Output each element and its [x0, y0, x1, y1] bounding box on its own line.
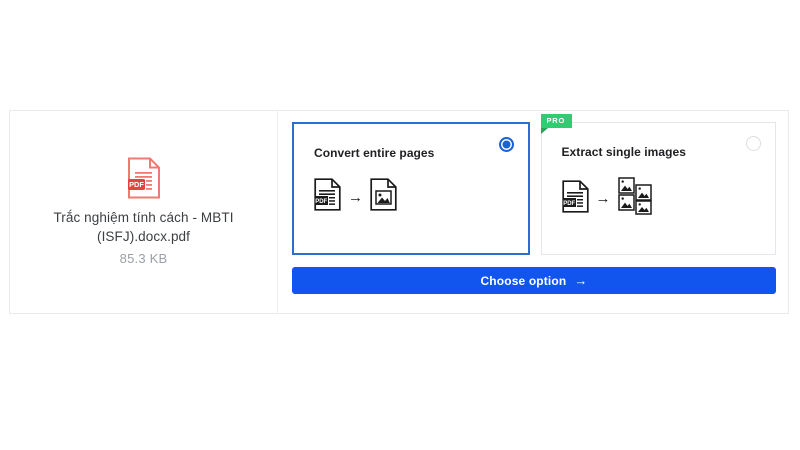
options-column: Convert entire pages PDF	[278, 111, 788, 313]
arrow-right-icon: →	[595, 190, 611, 207]
choose-option-button[interactable]: Choose option →	[292, 267, 776, 294]
arrow-right-icon: →	[348, 188, 363, 206]
option-card-extract-single-images[interactable]: PRO Extract single images	[540, 114, 776, 255]
choose-option-label: Choose option	[480, 273, 567, 288]
converter-panel: PDF Trắc nghiệm tính cách - MBTI (ISFJ).…	[9, 110, 789, 314]
option-illustration-convert-entire-pages: PDF →	[314, 178, 512, 216]
radio-convert-entire-pages[interactable]	[498, 137, 514, 152]
multiple-images-icon	[617, 177, 660, 220]
pdf-icon-label: PDF	[129, 180, 144, 189]
image-document-icon	[370, 178, 397, 216]
pdf-file-icon: PDF	[127, 157, 161, 199]
uploaded-file-column: PDF Trắc nghiệm tính cách - MBTI (ISFJ).…	[10, 111, 278, 313]
svg-text:PDF: PDF	[563, 201, 575, 207]
file-size-label: 85.3 KB	[119, 251, 168, 266]
option-cards: Convert entire pages PDF	[292, 114, 776, 255]
radio-extract-single-images[interactable]	[746, 136, 761, 151]
option-title-convert-entire-pages: Convert entire pages	[314, 146, 435, 160]
pdf-document-icon: PDF	[561, 179, 589, 218]
option-title-extract-single-images: Extract single images	[561, 145, 686, 159]
option-card-convert-entire-pages[interactable]: Convert entire pages PDF	[292, 122, 530, 255]
pdf-document-icon: PDF	[314, 178, 341, 216]
arrow-right-icon: →	[574, 273, 588, 288]
file-name-label: Trắc nghiệm tính cách - MBTI (ISFJ).docx…	[53, 210, 234, 244]
pro-badge: PRO	[540, 114, 573, 133]
svg-text:PDF: PDF	[315, 199, 327, 205]
option-illustration-extract-single-images: PDF →	[561, 177, 760, 220]
